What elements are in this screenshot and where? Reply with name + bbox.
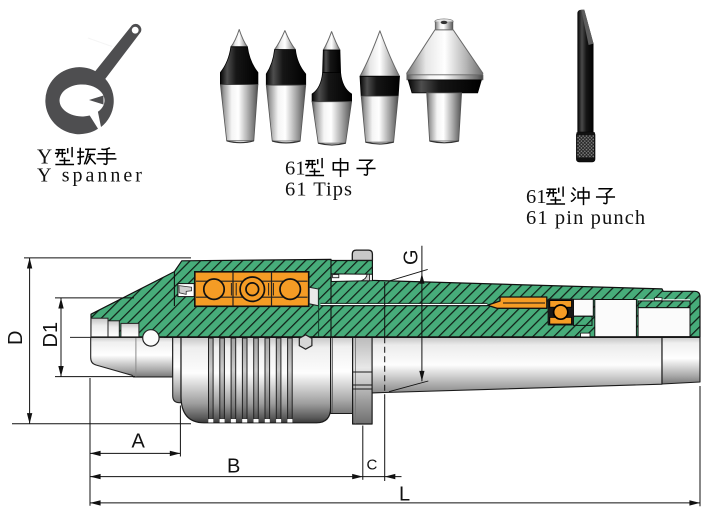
svg-text:B: B	[227, 456, 240, 478]
svg-text:61 pin punch: 61 pin punch	[526, 207, 646, 229]
svg-text:61: 61	[285, 158, 306, 180]
svg-text:D: D	[5, 331, 27, 345]
svg-text:C: C	[367, 457, 378, 474]
svg-text:Y: Y	[37, 145, 52, 169]
svg-text:Y spanner: Y spanner	[37, 165, 145, 187]
svg-text:A: A	[132, 431, 146, 453]
svg-text:61: 61	[526, 186, 547, 208]
svg-text:L: L	[399, 483, 410, 505]
svg-text:D1: D1	[40, 322, 62, 348]
svg-text:G: G	[400, 249, 422, 265]
svg-text:61 Tips: 61 Tips	[285, 179, 353, 201]
